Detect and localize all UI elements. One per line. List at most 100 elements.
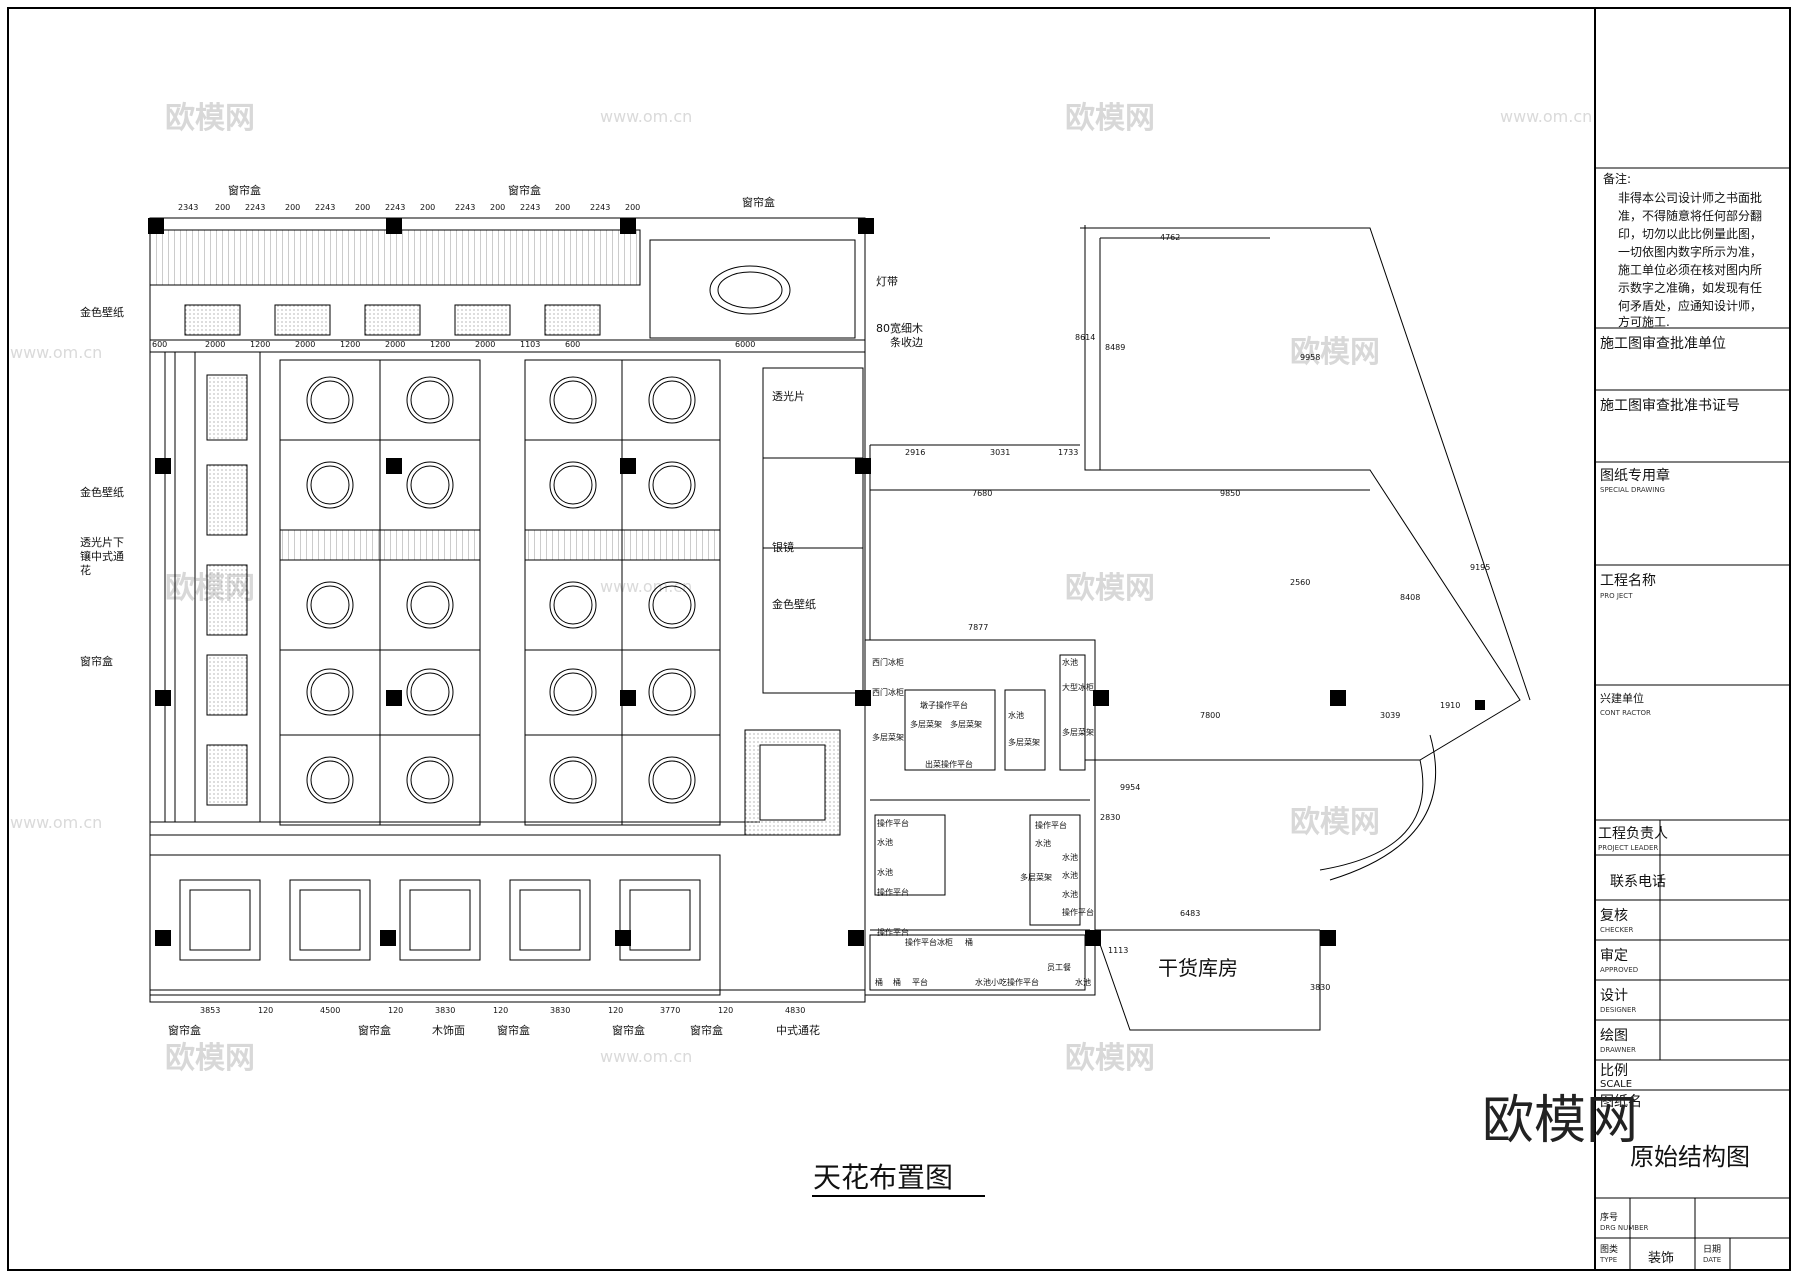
- svg-text:操作平台: 操作平台: [877, 887, 909, 897]
- bottom-ceiling: [299, 889, 361, 951]
- structural-columns: [148, 218, 1485, 946]
- type-label-en: TYPE: [1599, 1256, 1617, 1264]
- drawer-label-en: DRAWNER: [1600, 1046, 1636, 1054]
- label-curtain-box: 窗帘盒: [358, 1023, 391, 1037]
- hatched-beam: [524, 529, 721, 561]
- svg-text:桶: 桶: [875, 977, 883, 987]
- svg-text:200: 200: [555, 203, 570, 212]
- svg-text:2000: 2000: [295, 340, 315, 349]
- svg-text:多层菜架: 多层菜架: [1020, 872, 1052, 882]
- svg-text:西门冰柜: 西门冰柜: [872, 657, 904, 667]
- svg-text:120: 120: [608, 1006, 623, 1015]
- label-wood-finish: 木饰面: [432, 1023, 465, 1037]
- svg-text:2243: 2243: [245, 203, 265, 212]
- svg-text:9195: 9195: [1470, 563, 1490, 572]
- svg-text:200: 200: [355, 203, 370, 212]
- kitchen-counter: [1059, 654, 1086, 771]
- drawing-name-label: 图纸名: [1600, 1094, 1642, 1110]
- scale-label-en: SCALE: [1600, 1079, 1632, 1090]
- drawing-title: 天花布置图: [813, 1161, 953, 1194]
- svg-text:6483: 6483: [1180, 909, 1200, 918]
- svg-text:多层菜架: 多层菜架: [1008, 737, 1040, 747]
- svg-text:3830: 3830: [1310, 983, 1330, 992]
- label-dry-storage: 干货库房: [1158, 956, 1238, 980]
- watermark-url: www.om.cn: [600, 577, 692, 596]
- phone-label: 联系电话: [1610, 874, 1666, 890]
- notes-text-line: 方可施工.: [1618, 314, 1670, 329]
- svg-text:200: 200: [490, 203, 505, 212]
- bottom-ceiling: [509, 879, 591, 961]
- svg-text:水池: 水池: [1008, 710, 1024, 720]
- svg-text:9954: 9954: [1120, 783, 1140, 792]
- center-ceiling-inner: [759, 744, 826, 821]
- svg-text:120: 120: [493, 1006, 508, 1015]
- watermark-logo: 欧模网: [1065, 101, 1155, 136]
- mirror-zone: [762, 457, 864, 549]
- approved-label: 审定: [1600, 948, 1628, 964]
- svg-text:3853: 3853: [200, 1006, 220, 1015]
- label-curtain-box: 窗帘盒: [80, 654, 113, 668]
- date-label-en: DATE: [1703, 1256, 1721, 1264]
- title-block-text: 备注: 非得本公司设计师之书面批 准，不得随意将任何部分翻 印，切勿以此比例量此…: [1482, 171, 1762, 1266]
- svg-text:水池: 水池: [1062, 852, 1078, 862]
- contractor-label-en: CONT RACTOR: [1600, 709, 1651, 717]
- light-box: [454, 304, 511, 336]
- hatched-beam: [279, 529, 481, 561]
- bottom-ceiling: [179, 879, 261, 961]
- notes-text-line: 非得本公司设计师之书面批: [1618, 190, 1762, 205]
- label-curtain-box: 窗帘盒: [742, 195, 775, 209]
- approved-label-en: APPROVED: [1600, 966, 1638, 974]
- svg-text:墩子操作平台: 墩子操作平台: [920, 700, 968, 710]
- svg-text:桶: 桶: [965, 937, 973, 947]
- label-curtain-box: 窗帘盒: [612, 1023, 645, 1037]
- type-label: 图类: [1600, 1243, 1618, 1255]
- label-transparent-panel: 透光片下: [80, 535, 124, 549]
- bottom-ceiling: [289, 879, 371, 961]
- bottom-ceiling: [619, 879, 701, 961]
- svg-text:水池: 水池: [1062, 870, 1078, 880]
- svg-text:水池: 水池: [877, 867, 893, 877]
- watermark-logo: 欧模网: [1065, 571, 1155, 606]
- project-name-label: 工程名称: [1600, 573, 1656, 589]
- left-light-panel: [206, 654, 248, 716]
- watermark-url: www.om.cn: [10, 813, 102, 832]
- svg-text:1113: 1113: [1108, 946, 1128, 955]
- notes-text-line: 示数字之准确，如发现有任: [1618, 280, 1762, 295]
- watermark-logo: 欧模网: [1290, 805, 1380, 840]
- oval-ceiling: [709, 265, 791, 315]
- svg-text:多层菜架: 多层菜架: [1062, 727, 1094, 737]
- transparent-panel-zone: [762, 367, 864, 459]
- svg-text:1200: 1200: [250, 340, 270, 349]
- left-light-panel: [206, 564, 248, 636]
- kitchen-counter: [1029, 814, 1081, 926]
- svg-text:9958: 9958: [1300, 353, 1320, 362]
- svg-text:2000: 2000: [385, 340, 405, 349]
- label-curtain-box: 窗帘盒: [168, 1023, 201, 1037]
- svg-text:9850: 9850: [1220, 489, 1240, 498]
- oval-ceiling-room: [649, 239, 856, 339]
- label-curtain-box: 窗帘盒: [497, 1023, 530, 1037]
- svg-text:2916: 2916: [905, 448, 925, 457]
- svg-text:2000: 2000: [205, 340, 225, 349]
- light-box: [544, 304, 601, 336]
- svg-text:4830: 4830: [785, 1006, 805, 1015]
- svg-text:2000: 2000: [475, 340, 495, 349]
- bottom-ceiling: [519, 889, 581, 951]
- scale-label: 比例: [1600, 1063, 1628, 1079]
- svg-text:员工餐: 员工餐: [1047, 963, 1071, 972]
- bottom-ceiling: [409, 889, 471, 951]
- watermark-url: www.om.cn: [1500, 107, 1592, 126]
- svg-text:2830: 2830: [1100, 813, 1120, 822]
- svg-text:3830: 3830: [435, 1006, 455, 1015]
- wallpaper-zone: [762, 547, 864, 694]
- label-curtain-box: 窗帘盒: [690, 1023, 723, 1037]
- storage-outline: [1094, 929, 1321, 1031]
- plan-labels: 窗帘盒 窗帘盒 窗帘盒 金色壁纸 金色壁纸 透光片下 镶中式通 花 窗帘盒 透光…: [80, 183, 1238, 1197]
- svg-text:200: 200: [215, 203, 230, 212]
- notes-text-line: 何矛盾处，应通知设计师，: [1618, 298, 1762, 313]
- watermark-logo: 欧模网: [1065, 1041, 1155, 1076]
- label-gold-wallpaper: 金色壁纸: [80, 485, 124, 499]
- svg-text:8489: 8489: [1105, 343, 1125, 352]
- kitchen-counter: [1004, 689, 1046, 771]
- type-value: 装饰: [1648, 1251, 1674, 1266]
